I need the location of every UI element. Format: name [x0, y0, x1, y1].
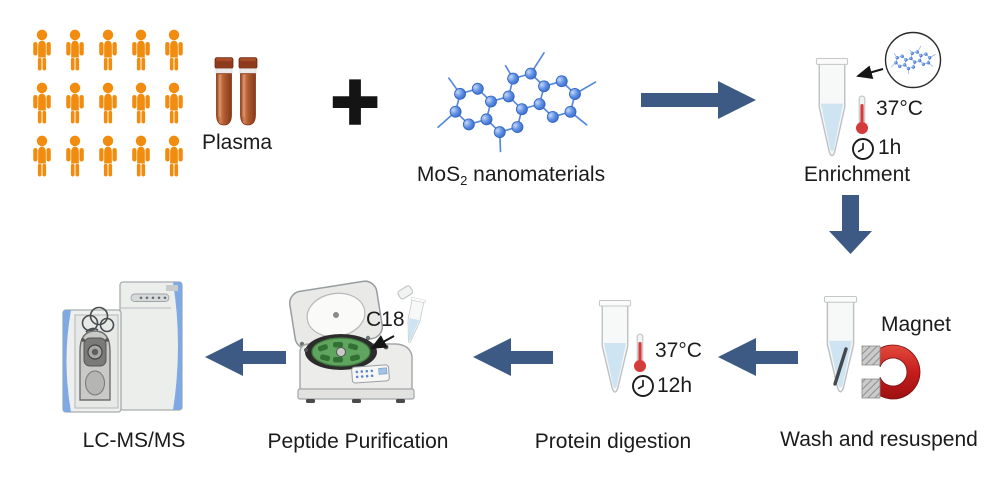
plasma-label: Plasma [201, 131, 273, 154]
digestion-time-label: 12h [657, 374, 693, 397]
enrichment-time-label: 1h [878, 136, 902, 159]
patient-cohort-icon [33, 29, 183, 177]
person-icon [99, 29, 117, 71]
wash-step-icons [823, 296, 921, 400]
nanoparticle-pellet-icon [833, 347, 848, 386]
digestion-label: Protein digestion [534, 430, 692, 453]
lcms-instrument-icon [62, 281, 183, 413]
mos2-label-suffix: nanomaterials [467, 163, 606, 186]
thermometer-icon [855, 95, 869, 135]
person-icon [132, 135, 150, 177]
plasma-tubes-icon [214, 57, 258, 126]
person-icon [132, 29, 150, 71]
person-icon [33, 82, 51, 124]
person-icon [99, 82, 117, 124]
enrichment-label: Enrichment [803, 163, 911, 186]
lcms-label: LC-MS/MS [82, 429, 186, 452]
enrichment-step-icons [815, 31, 942, 160]
clock-icon [852, 138, 874, 160]
c18-label: C18 [366, 308, 405, 331]
plus-icon: + [330, 54, 379, 148]
person-icon [66, 82, 84, 124]
magnet-icon [861, 344, 921, 400]
purification-label: Peptide Purification [267, 430, 449, 453]
person-icon [99, 135, 117, 177]
mos2-label-prefix: MoS [416, 163, 461, 186]
digestion-tube-icon [598, 300, 632, 393]
enrichment-temp-label: 37°C [876, 97, 923, 120]
magnet-label: Magnet [880, 313, 952, 336]
person-icon [165, 82, 183, 124]
c18-tube-icon [397, 285, 427, 345]
enrichment-tube-icon [815, 58, 849, 157]
person-icon [66, 29, 84, 71]
arrow-left-icon [205, 338, 286, 376]
digestion-step-icons [598, 300, 654, 397]
mos2-label: MoS2 nanomaterials [416, 163, 606, 188]
c18-arrow-icon [370, 335, 395, 349]
arrow-left-icon [473, 338, 553, 376]
wash-label: Wash and resuspend [780, 428, 978, 451]
person-icon [33, 135, 51, 177]
nanomaterial-inset-circle [884, 31, 942, 89]
person-icon [132, 82, 150, 124]
person-icon [165, 135, 183, 177]
clock-icon [632, 375, 654, 397]
mos2-label-subscript: 2 [460, 173, 468, 188]
inset-arrow-icon [856, 65, 884, 79]
wash-tube-icon [823, 296, 858, 393]
centrifuge-icon [288, 280, 415, 403]
thermometer-icon [633, 333, 647, 373]
digestion-temp-label: 37°C [655, 339, 702, 362]
person-icon [165, 29, 183, 71]
arrow-left-icon [718, 338, 798, 376]
mos2-lattice-icon [425, 38, 608, 167]
arrow-down-icon [829, 195, 872, 254]
person-icon [66, 135, 84, 177]
person-icon [33, 29, 51, 71]
arrow-right-icon [641, 81, 756, 119]
